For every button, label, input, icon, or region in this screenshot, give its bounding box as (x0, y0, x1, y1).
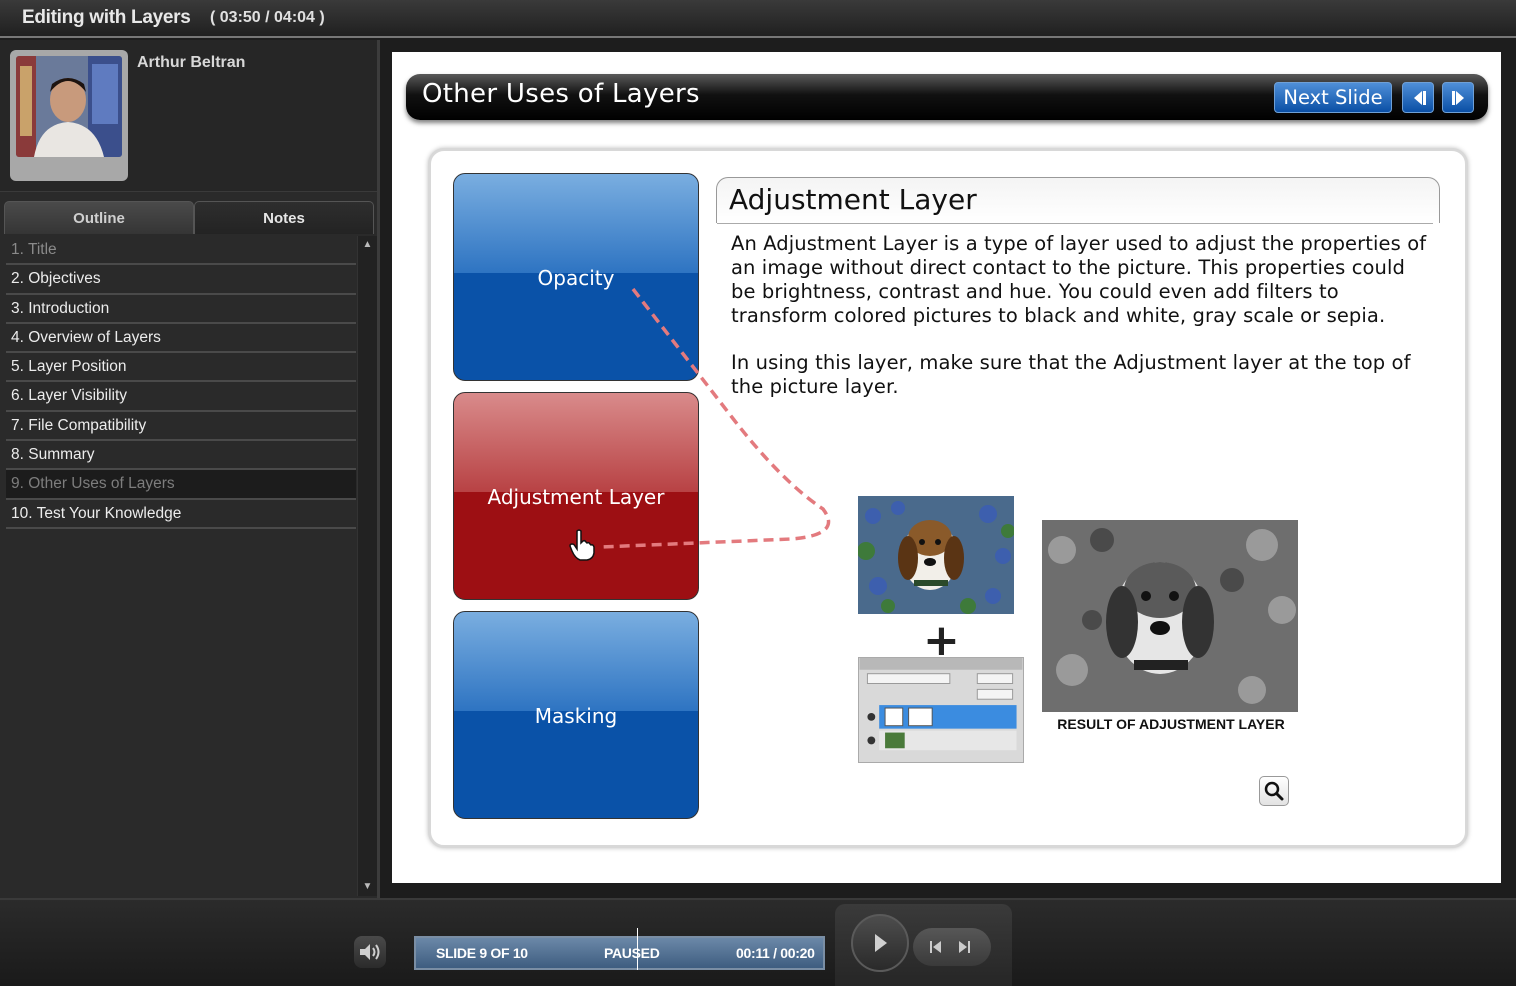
panel-tabs: Outline Notes (4, 201, 376, 235)
slide-timer: 00:11 / 00:20 (736, 945, 815, 961)
course-title: Editing with Layers (22, 7, 191, 28)
outline-list: 1. Title 2. Objectives 3. Introduction 4… (6, 236, 356, 896)
title-bar: Editing with Layers ( 03:50 / 04:04 ) (0, 0, 1516, 38)
outline-item-summary[interactable]: 8. Summary (6, 441, 356, 471)
left-panel: Arthur Beltran Outline Notes 1. Title 2.… (0, 40, 380, 898)
next-slide-button[interactable]: Next Slide (1274, 82, 1392, 113)
hand-cursor-icon (569, 529, 595, 561)
step-button-group (913, 928, 991, 966)
slide-header: Other Uses of Layers Next Slide (406, 74, 1488, 120)
play-icon (875, 934, 887, 952)
outline-item-title[interactable]: 1. Title (6, 236, 356, 266)
presenter-panel: Arthur Beltran (0, 40, 377, 192)
outline-item-file-compatibility[interactable]: 7. File Compatibility (6, 412, 356, 442)
progress-status-bar[interactable]: SLIDE 9 OF 10 PAUSED 00:11 / 00:20 (414, 928, 825, 970)
volume-button[interactable] (354, 936, 386, 968)
dog-grayscale-image (1042, 520, 1298, 712)
playback-status: PAUSED (604, 945, 660, 961)
adjustment-layer-button-label: Adjustment Layer (487, 485, 665, 509)
step-forward-icon[interactable] (957, 940, 971, 954)
outline-item-other-uses[interactable]: 9. Other Uses of Layers (6, 470, 356, 500)
player-controls: SLIDE 9 OF 10 PAUSED 00:11 / 00:20 (0, 898, 1516, 986)
previous-button[interactable] (1402, 82, 1434, 113)
slide-content-box: Opacity Adjustment Layer Masking Adjustm… (428, 148, 1468, 848)
slide-counter: SLIDE 9 OF 10 (436, 945, 528, 961)
masking-button[interactable]: Masking (453, 611, 699, 819)
dog-color-image (858, 496, 1014, 614)
slide-area: Other Uses of Layers Next Slide Opacity … (392, 52, 1501, 883)
outline-item-overview[interactable]: 4. Overview of Layers (6, 324, 356, 354)
presenter-name: Arthur Beltran (137, 54, 246, 71)
scroll-up-icon[interactable]: ▲ (362, 239, 373, 250)
slide-title: Other Uses of Layers (422, 79, 700, 109)
adjustment-layer-button[interactable]: Adjustment Layer (453, 392, 699, 600)
play-button[interactable] (851, 914, 909, 972)
playhead-marker[interactable] (637, 928, 638, 970)
playback-button-group (835, 904, 1012, 986)
outline-item-introduction[interactable]: 3. Introduction (6, 295, 356, 324)
course-time: ( 03:50 / 04:04 ) (210, 9, 325, 26)
outline-item-layer-visibility[interactable]: 6. Layer Visibility (6, 382, 356, 412)
outline-item-test-knowledge[interactable]: 10. Test Your Knowledge (6, 500, 356, 529)
tab-notes[interactable]: Notes (194, 201, 374, 234)
outline-item-objectives[interactable]: 2. Objectives (6, 265, 356, 295)
result-caption: RESULT OF ADJUSTMENT LAYER (1057, 716, 1285, 732)
outline-item-layer-position[interactable]: 5. Layer Position (6, 353, 356, 383)
info-title-bar: Adjustment Layer (716, 177, 1440, 224)
info-title: Adjustment Layer (729, 183, 977, 216)
opacity-button-label: Opacity (537, 266, 615, 290)
step-back-icon (1414, 91, 1426, 105)
scroll-down-icon[interactable]: ▼ (362, 881, 373, 892)
zoom-button[interactable] (1259, 776, 1289, 806)
info-paragraph-1: An Adjustment Layer is a type of layer u… (731, 232, 1427, 327)
layers-panel-image (858, 657, 1024, 763)
forward-button[interactable] (1442, 82, 1474, 113)
opacity-button[interactable]: Opacity (453, 173, 699, 381)
outline-scrollbar[interactable]: ▲ ▼ (357, 236, 377, 896)
info-paragraph-2: In using this layer, make sure that the … (731, 351, 1411, 398)
presenter-avatar (10, 50, 128, 181)
search-icon (1264, 781, 1284, 801)
step-back-icon[interactable] (929, 940, 943, 954)
connector-dashed-arrow (600, 287, 831, 549)
step-forward-icon (1452, 91, 1464, 105)
speaker-icon (360, 944, 380, 960)
masking-button-label: Masking (534, 704, 618, 728)
tab-outline[interactable]: Outline (4, 201, 194, 234)
